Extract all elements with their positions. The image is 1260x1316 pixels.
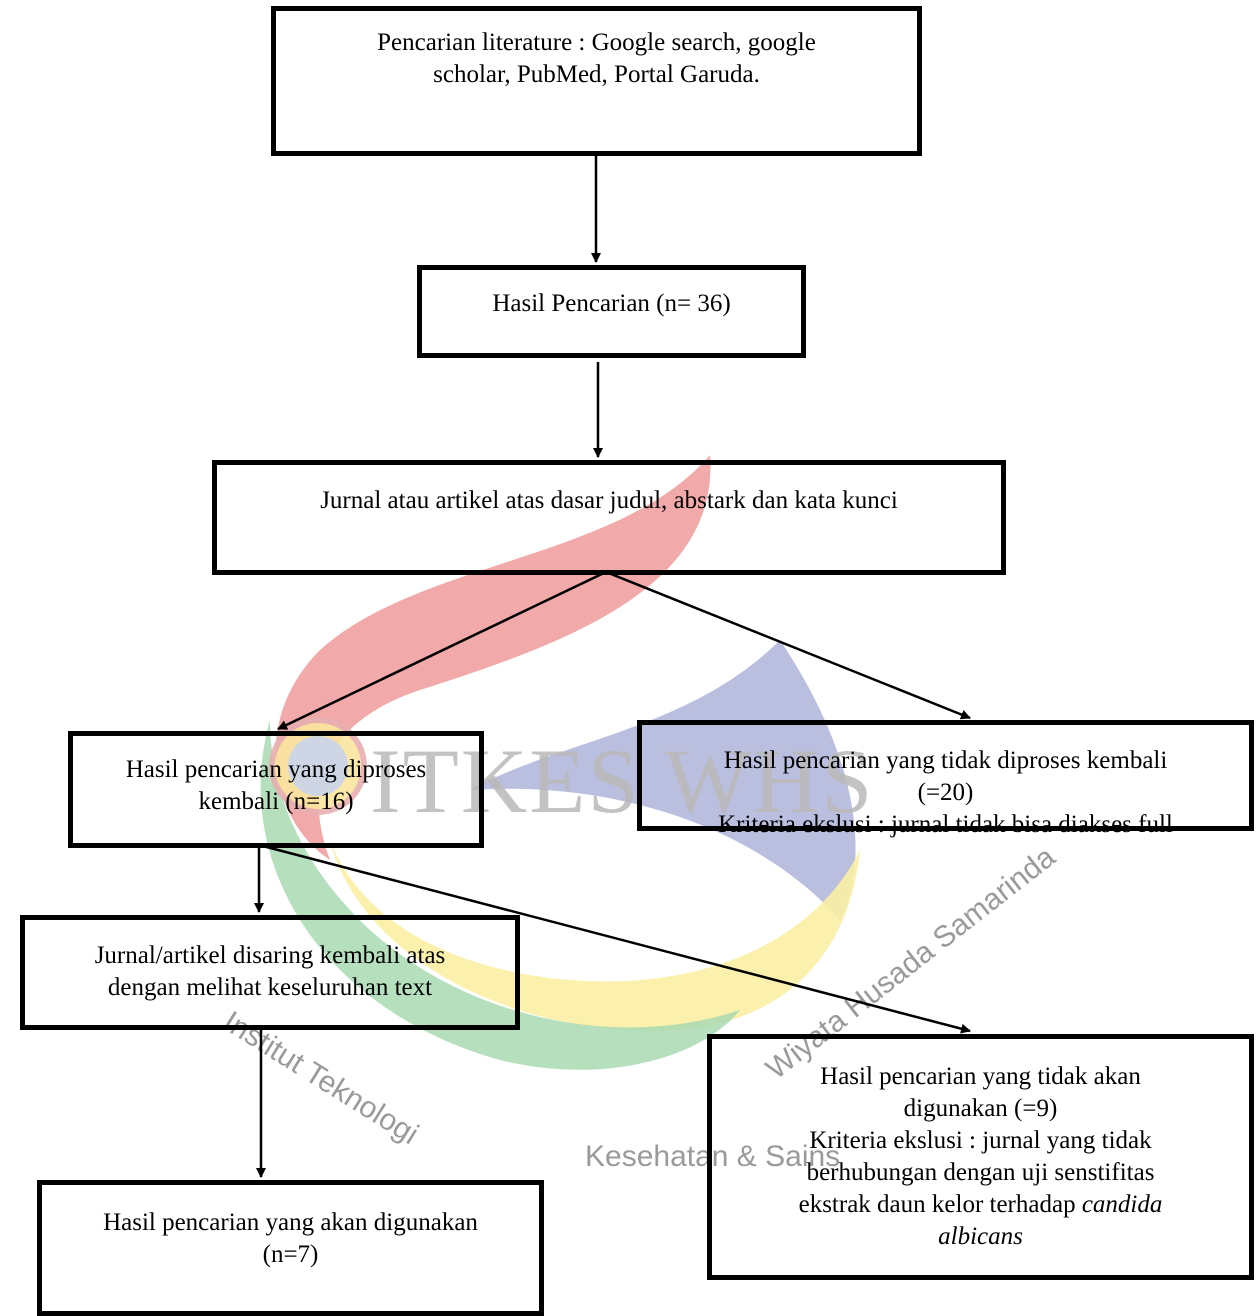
arrow-processed-to-not-used	[258, 843, 971, 1034]
not-used-line4: berhubungan dengan uji senstifitas	[806, 1159, 1155, 1186]
search-sources-box: Pencarian literature : Google search, go…	[271, 6, 922, 156]
not-processed-box: Hasil pencarian yang tidak diproses kemb…	[637, 720, 1254, 838]
not-used-box: Hasil pencarian yang tidak akan digunaka…	[707, 1034, 1254, 1280]
rescreen-box: Jurnal/artikel disaring kembali atas den…	[20, 915, 520, 1030]
not-used-line5-italic: candida	[1081, 1191, 1163, 1218]
not-processed-line2: (=20)	[917, 779, 974, 806]
not-processed-line1: Hasil pencarian yang tidak diproses kemb…	[723, 747, 1168, 774]
not-processed-line3: Kriteria ekslusi : jurnal tidak bisa dia…	[718, 811, 1173, 838]
arrow-screening-to-processed	[277, 570, 607, 731]
search-results-box: Hasil Pencarian (n= 36)	[417, 265, 806, 358]
not-used-line5: ekstrak daun kelor terhadap candida	[734, 1189, 1227, 1221]
watermark-title: ITKES WHS	[370, 730, 875, 832]
arrow-screening-to-not-processed	[605, 570, 971, 720]
used-line2: (n=7)	[262, 1241, 319, 1268]
screening-text: Jurnal atau artikel atas dasar judul, ab…	[320, 487, 898, 514]
used-line1: Hasil pencarian yang akan digunakan	[103, 1209, 478, 1236]
search-results-text: Hasil Pencarian (n= 36)	[492, 290, 731, 317]
not-used-line6: albicans	[938, 1223, 1023, 1250]
not-used-line1: Hasil pencarian yang tidak akan	[820, 1063, 1141, 1090]
processed-box: Hasil pencarian yang diproses kembali (n…	[68, 731, 484, 848]
watermark-subtitle-mid: Kesehatan & Sains	[585, 1140, 841, 1173]
not-used-line3: Kriteria ekslusi : jurnal yang tidak	[809, 1127, 1152, 1154]
processed-line1: Hasil pencarian yang diproses	[125, 756, 427, 783]
used-box: Hasil pencarian yang akan digunakan (n=7…	[37, 1180, 544, 1316]
not-used-line5-text: ekstrak daun kelor terhadap	[798, 1191, 1076, 1218]
processed-line2: kembali (n=16)	[198, 788, 354, 815]
rescreen-line2: dengan melihat keseluruhan text	[107, 974, 433, 1001]
screening-box: Jurnal atau artikel atas dasar judul, ab…	[212, 460, 1006, 575]
not-used-line2: digunakan (=9)	[903, 1095, 1058, 1122]
rescreen-line1: Jurnal/artikel disaring kembali atas	[94, 942, 446, 969]
search-sources-line2: scholar, PubMed, Portal Garuda.	[433, 61, 760, 88]
search-sources-line1: Pencarian literature : Google search, go…	[377, 29, 816, 56]
